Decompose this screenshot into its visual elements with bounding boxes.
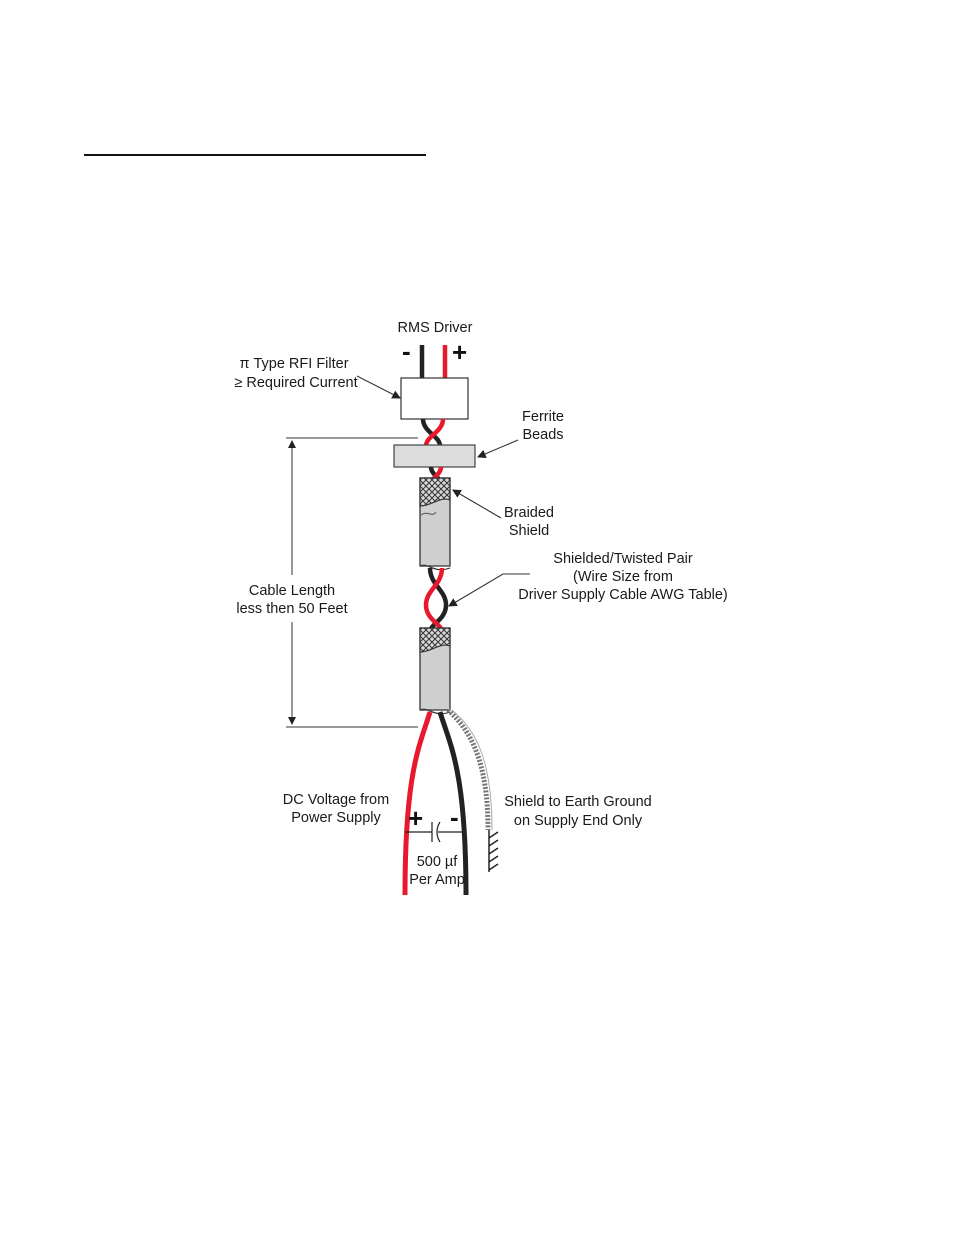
driver-plus-sign: + <box>452 337 467 367</box>
pair-label-line2: (Wire Size from <box>573 569 673 585</box>
lower-shield-section <box>420 628 450 714</box>
filter-label-line1: π Type RFI Filter <box>239 356 348 372</box>
ferrite-label-line2: Beads <box>522 427 563 443</box>
braid-label-line1: Braided <box>504 505 554 521</box>
ferrite-label-line1: Ferrite <box>522 409 564 425</box>
braid-label-line2: Shield <box>509 523 549 539</box>
supply-minus-sign: - <box>450 802 459 832</box>
pair-label-line1: Shielded/Twisted Pair <box>553 551 693 567</box>
driver-leads <box>422 345 445 378</box>
filter-to-ferrite-wires <box>423 419 443 446</box>
dc-label-line2: Power Supply <box>291 810 381 826</box>
length-label-line1: Cable Length <box>249 583 335 599</box>
length-label-line2: less then 50 Feet <box>236 601 347 617</box>
upper-shield-section <box>420 478 450 570</box>
rfi-filter-box <box>401 378 468 419</box>
ferrite-bead <box>394 445 475 467</box>
capacitor-label-line2: Per Amp <box>409 872 465 888</box>
capacitor-label-line1: 500 µf <box>417 854 459 870</box>
supply-plus-sign: + <box>408 803 423 833</box>
driver-minus-sign: - <box>402 336 411 366</box>
pair-label-line3: Driver Supply Cable AWG Table) <box>518 587 728 603</box>
ground-label-line1: Shield to Earth Ground <box>504 794 652 810</box>
filter-label-line2: ≥ Required Current <box>234 375 357 391</box>
ground-label-line2: on Supply End Only <box>514 813 643 829</box>
earth-ground-icon <box>489 830 498 872</box>
dc-label-line1: DC Voltage from <box>283 792 389 808</box>
exposed-twisted-pair <box>426 568 446 632</box>
rms-driver-label: RMS Driver <box>398 320 473 336</box>
